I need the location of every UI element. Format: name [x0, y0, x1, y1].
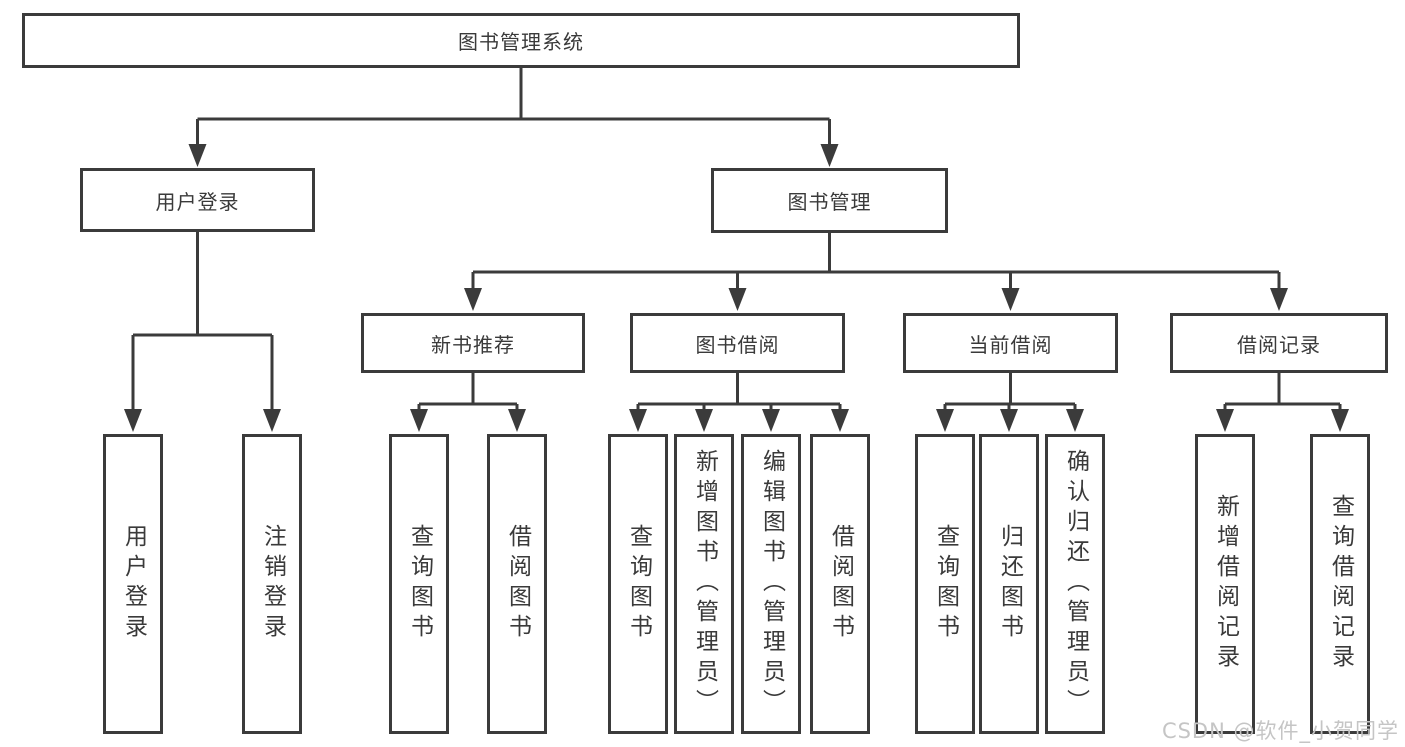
arrowhead-down-icon	[629, 409, 647, 432]
arrowhead-down-icon	[1001, 288, 1020, 311]
node-book-mgmt: 图书管理	[711, 168, 948, 233]
arrowhead-down-icon	[1270, 288, 1288, 311]
arrowhead-down-icon	[464, 288, 482, 311]
arrowhead-down-icon	[1066, 409, 1084, 432]
connector-borrow-records-children	[1216, 373, 1349, 432]
arrowhead-down-icon	[695, 409, 713, 432]
node-leaf-borrow-books-borrow: 借阅图书	[810, 434, 870, 734]
node-leaf-borrow-books-rec: 借阅图书	[487, 434, 547, 734]
node-label: 借阅图书	[827, 524, 854, 644]
node-leaf-logout: 注销登录	[242, 434, 302, 734]
node-leaf-user-login: 用户登录	[103, 434, 163, 734]
arrowhead-down-icon	[508, 409, 526, 432]
arrowhead-down-icon	[936, 409, 954, 432]
node-leaf-query-borrow-record: 查询借阅记录	[1310, 434, 1370, 734]
node-leaf-edit-books: 编辑图书（管理员）	[741, 434, 801, 734]
connector-current-borrow-children	[936, 373, 1084, 432]
node-label: 查询图书	[406, 524, 433, 644]
node-leaf-add-borrow-record: 新增借阅记录	[1195, 434, 1255, 734]
arrowhead-down-icon	[1216, 409, 1234, 432]
node-label: 注销登录	[259, 524, 286, 644]
arrowhead-down-icon	[762, 409, 780, 432]
node-new-book-rec: 新书推荐	[361, 313, 585, 373]
node-root: 图书管理系统	[22, 13, 1020, 68]
node-borrow-records: 借阅记录	[1170, 313, 1388, 373]
connector-root-to-level2	[188, 68, 839, 167]
node-leaf-return-books: 归还图书	[979, 434, 1039, 734]
arrowhead-down-icon	[263, 409, 281, 432]
arrowhead-down-icon	[410, 409, 428, 432]
node-user-login: 用户登录	[80, 168, 315, 232]
node-leaf-query-books-rec: 查询图书	[389, 434, 449, 734]
connector-user-login-children	[124, 232, 281, 432]
node-label: 查询借阅记录	[1327, 494, 1354, 674]
node-label: 新增图书（管理员）	[691, 449, 718, 719]
arrowhead-down-icon	[831, 409, 849, 432]
connector-book-mgmt-children	[464, 233, 1288, 311]
node-label: 查询图书	[625, 524, 652, 644]
arrowhead-down-icon	[728, 288, 747, 311]
node-leaf-query-books-borrow: 查询图书	[608, 434, 668, 734]
node-label: 新增借阅记录	[1212, 494, 1239, 674]
node-leaf-add-books: 新增图书（管理员）	[674, 434, 734, 734]
node-label: 用户登录	[120, 524, 147, 644]
connector-new-book-rec-children	[410, 373, 526, 432]
node-label: 查询图书	[932, 524, 959, 644]
arrowhead-down-icon	[820, 144, 839, 167]
arrowhead-down-icon	[188, 144, 207, 167]
node-label: 确认归还（管理员）	[1062, 449, 1089, 719]
arrowhead-down-icon	[1331, 409, 1349, 432]
arrowhead-down-icon	[124, 409, 142, 432]
node-label: 归还图书	[996, 524, 1023, 644]
node-current-borrow: 当前借阅	[903, 313, 1118, 373]
connector-book-borrow-children	[629, 373, 849, 432]
node-leaf-confirm-return: 确认归还（管理员）	[1045, 434, 1105, 734]
arrowhead-down-icon	[1000, 409, 1018, 432]
node-leaf-query-books-current: 查询图书	[915, 434, 975, 734]
node-label: 借阅图书	[504, 524, 531, 644]
csdn-watermark: CSDN @软件_小贺同学	[1161, 719, 1399, 743]
node-book-borrow: 图书借阅	[630, 313, 845, 373]
node-label: 编辑图书（管理员）	[758, 449, 785, 719]
